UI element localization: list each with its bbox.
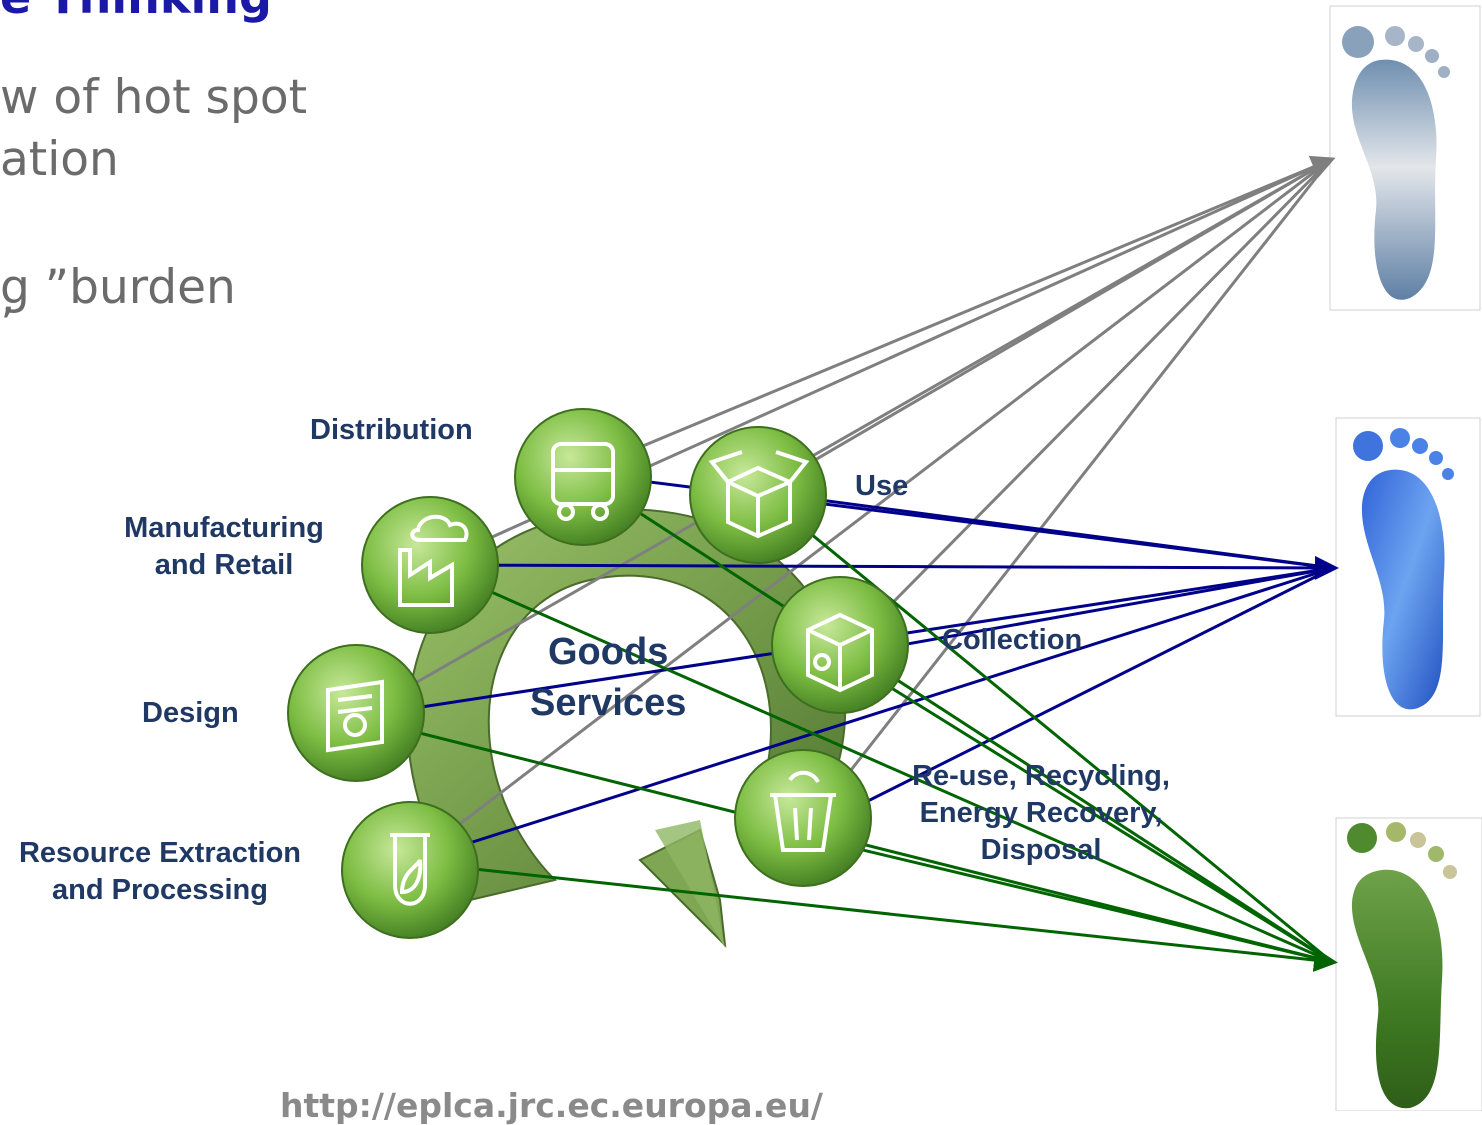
label-use: Use	[855, 470, 909, 502]
land-impact-lines	[355, 471, 1338, 972]
label-extraction: Resource Extraction and Processing	[18, 837, 302, 906]
stage-reuse	[734, 749, 872, 887]
stage-collection	[771, 576, 909, 714]
open-box-icon	[708, 450, 810, 539]
carbon-footprint-card	[1329, 5, 1481, 311]
design-book-icon	[326, 679, 384, 753]
bullet-line-2: ation	[0, 132, 119, 187]
carbon-impact-lines	[355, 155, 1336, 864]
label-collection: Collection	[942, 624, 1083, 656]
stage-extraction	[341, 801, 479, 939]
stage-manufacturing	[361, 496, 499, 634]
label-manufacturing: Manufacturing and Retail	[124, 512, 324, 581]
factory-icon	[398, 514, 469, 607]
slide-title: e Thinking	[0, 0, 272, 24]
source-url-link[interactable]: http://eplca.jrc.ec.europa.eu/	[280, 1086, 823, 1125]
stage-design	[287, 644, 425, 782]
bullet-line-1: w of hot spot	[0, 70, 308, 125]
bullet-line-4: ’	[0, 298, 15, 353]
recycle-bin-icon	[770, 770, 836, 852]
recycle-box-icon	[806, 612, 874, 693]
label-design: Design	[142, 697, 239, 729]
water-footprint-icon	[1361, 469, 1445, 710]
grass-footprint-icon	[1351, 869, 1443, 1109]
label-distribution: Distribution	[310, 414, 473, 446]
bullet-line-3: g ”burden	[0, 260, 236, 315]
stage-distribution	[514, 408, 652, 546]
center-label-goods: Goods	[548, 631, 669, 673]
center-label-services: Services	[530, 682, 687, 724]
stage-use	[689, 426, 827, 564]
label-reuse: Re-use, Recycling, Energy Recovery, Disp…	[912, 760, 1170, 866]
land-footprint-card	[1335, 817, 1482, 1111]
bus-icon	[551, 442, 615, 521]
water-footprint-card	[1335, 417, 1481, 717]
cloud-footprint-icon	[1351, 59, 1437, 300]
leaf-beaker-icon	[390, 833, 430, 906]
